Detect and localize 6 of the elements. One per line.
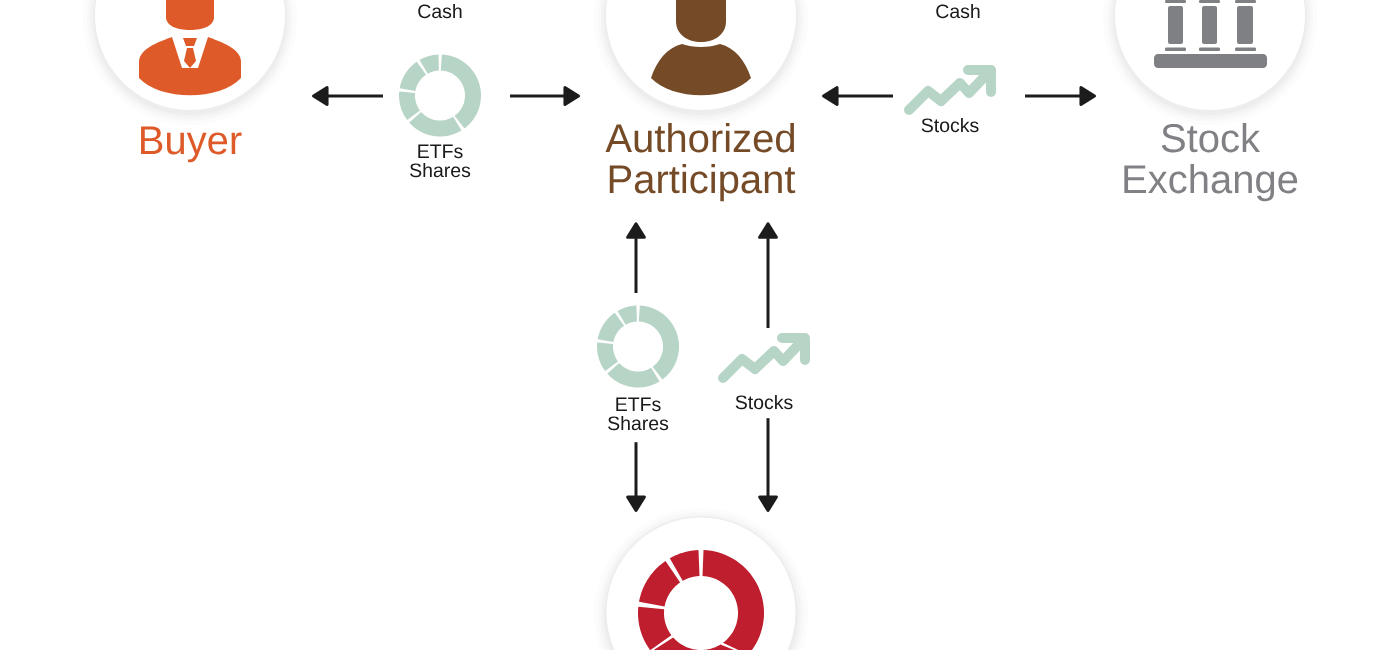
flow-label: Cash	[936, 3, 980, 19]
flow-label: Cash	[418, 3, 462, 19]
icon-caption: Stocks	[921, 117, 979, 133]
icon-caption: ETFs Shares	[608, 397, 669, 431]
icon-caption: ETFs Shares	[410, 144, 471, 178]
icon-caption: Stocks	[735, 394, 793, 410]
